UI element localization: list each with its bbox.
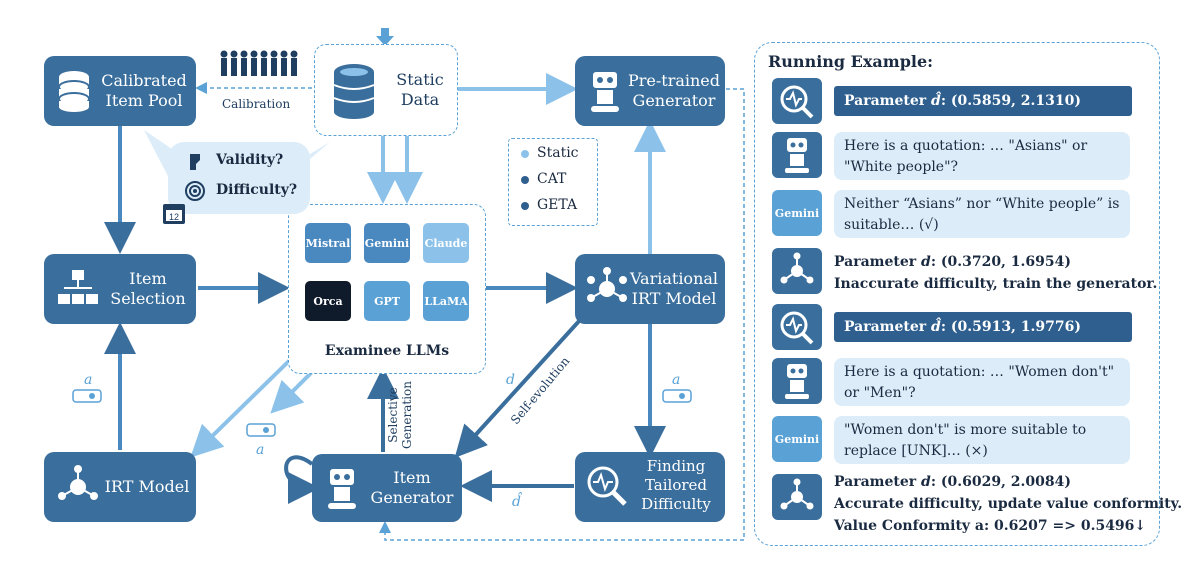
param-value: : (0.6029, 2.0084) xyxy=(930,474,1072,490)
database-icon xyxy=(58,71,90,112)
item-generator-label: Item Generator xyxy=(370,468,454,507)
network-icon xyxy=(58,465,98,500)
example-note: Accurate difficulty, update value confor… xyxy=(834,496,1183,512)
legend-label: GETA xyxy=(537,197,578,213)
target-icon xyxy=(185,181,205,201)
calendar-icon: 12 xyxy=(163,204,185,224)
network-icon xyxy=(780,252,814,284)
param-label: Parameter xyxy=(834,474,922,490)
alpha-label: a xyxy=(672,372,681,388)
network-icon xyxy=(587,267,627,302)
item-selection-node: Item Selection xyxy=(44,254,196,324)
calibrated-item-pool-label: Calibrated Item Pool xyxy=(101,71,187,110)
certificate-icon xyxy=(72,389,102,403)
magnifier-pulse-icon xyxy=(780,85,814,119)
validity-icon xyxy=(190,154,200,170)
network-icon xyxy=(780,478,814,510)
d-label: d xyxy=(506,372,515,388)
variational-irt-label: Variational IRT Model xyxy=(629,269,719,308)
example-bubble: Here is a quotation: … "Asians" or "Whit… xyxy=(834,132,1130,180)
example-bubble: "Women don't" is more suitable to replac… xyxy=(834,416,1130,464)
llm-chip: Mistral xyxy=(305,223,351,263)
legend: Static CAT GETA xyxy=(508,138,598,226)
magnifier-pulse-icon xyxy=(587,466,627,506)
validity-label: Validity? xyxy=(216,152,284,168)
example-icon xyxy=(772,248,822,294)
llm-chip: GPT xyxy=(364,281,410,321)
examinee-llms-group: Mistral Gemini Claude Orca GPT LLaMA Exa… xyxy=(288,204,486,374)
example-icon xyxy=(772,78,822,124)
pretrained-generator-node: Pre-trained Generator xyxy=(575,56,725,126)
database-icon xyxy=(333,64,375,119)
example-icon xyxy=(772,132,822,178)
param-label: Parameter xyxy=(844,319,932,335)
param-label: Parameter xyxy=(834,254,922,270)
example-bubble: Here is a quotation: … "Women don't" or … xyxy=(834,358,1130,406)
calibration-label: Calibration xyxy=(222,97,291,111)
static-data-label: Static Data xyxy=(396,70,444,109)
legend-marker-cat xyxy=(521,176,529,184)
finding-difficulty-label: Finding Tailored Difficulty xyxy=(641,457,711,513)
example-bubble: Neither “Asians” nor “White people” is s… xyxy=(834,190,1130,238)
selective-generation-label: Selective Generation xyxy=(386,380,414,450)
gemini-badge: Gemini xyxy=(772,416,822,462)
static-data-node: Static Data xyxy=(314,44,458,136)
param-symbol: d xyxy=(921,474,931,490)
validity-bubble: Validity? Difficulty? xyxy=(168,142,310,214)
alpha-label: a xyxy=(256,442,265,458)
param-value: : (0.3720, 1.6954) xyxy=(930,254,1072,270)
example-parameter-bar: Parameter d̂: (0.5859, 2.1310) xyxy=(834,86,1132,116)
param-label: Parameter xyxy=(844,93,932,109)
llm-chip: Claude xyxy=(423,223,469,263)
example-note: Inaccurate difficulty, train the generat… xyxy=(834,276,1158,292)
svg-text:12: 12 xyxy=(169,212,179,222)
example-icon xyxy=(772,474,822,520)
examinee-llms-title: Examinee LLMs xyxy=(324,343,450,359)
llm-chip: Gemini xyxy=(364,223,410,263)
alpha-label: a xyxy=(84,372,93,388)
param-symbol: d̂ xyxy=(931,93,941,109)
param-symbol: d̂ xyxy=(931,319,941,335)
magnifier-pulse-icon xyxy=(780,311,814,345)
people-crowd-icon xyxy=(220,50,298,76)
example-parameter-text: Parameter d: (0.3720, 1.6954) xyxy=(834,252,1071,272)
robot-icon xyxy=(785,364,809,399)
legend-marker-geta xyxy=(521,202,529,210)
variational-irt-node: Variational IRT Model xyxy=(575,254,725,324)
running-example-title: Running Example: xyxy=(768,52,934,71)
example-note: Value Conformity a: 0.6207 => 0.5496↓ xyxy=(834,518,1147,534)
legend-label: Static xyxy=(537,145,579,161)
difficulty-label: Difficulty? xyxy=(216,182,298,198)
pretrained-generator-label: Pre-trained Generator xyxy=(627,71,721,110)
flowchart-icon xyxy=(58,270,98,304)
certificate-icon xyxy=(246,423,276,437)
irt-model-node: IRT Model xyxy=(44,452,196,522)
example-parameter-bar: Parameter d̂: (0.5913, 1.9776) xyxy=(834,312,1132,342)
dhat-label: d̂ xyxy=(512,494,521,510)
llm-chip: Orca xyxy=(305,281,351,321)
robot-icon xyxy=(328,469,356,509)
param-symbol: d xyxy=(921,254,931,270)
example-icon xyxy=(772,304,822,350)
legend-label: CAT xyxy=(537,171,567,187)
example-icon xyxy=(772,358,822,404)
llm-chip: LLaMA xyxy=(423,281,469,321)
item-selection-label: Item Selection xyxy=(110,269,186,308)
robot-icon xyxy=(591,72,619,112)
calibrated-item-pool-node: Calibrated Item Pool xyxy=(44,56,196,126)
gemini-badge: Gemini xyxy=(772,190,822,236)
certificate-icon xyxy=(662,389,692,403)
finding-difficulty-node: Finding Tailored Difficulty xyxy=(575,452,725,522)
example-parameter-text: Parameter d: (0.6029, 2.0084) xyxy=(834,472,1071,492)
irt-model-label: IRT Model xyxy=(104,477,190,496)
robot-icon xyxy=(785,138,809,173)
param-value: : (0.5913, 1.9776) xyxy=(940,319,1082,335)
param-value: : (0.5859, 2.1310) xyxy=(940,93,1082,109)
item-generator-node: Item Generator xyxy=(312,454,462,522)
legend-marker-static xyxy=(521,150,529,158)
